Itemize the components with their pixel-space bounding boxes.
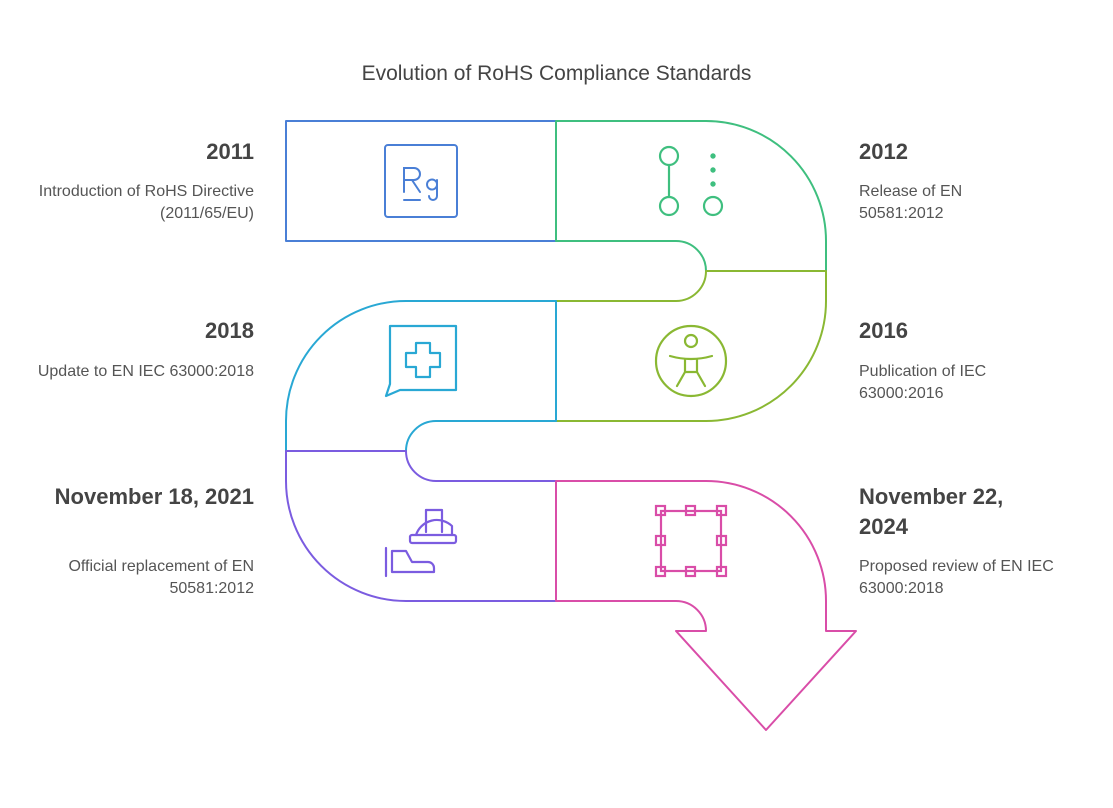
accessibility-person-icon	[654, 324, 728, 398]
desc-2021: Official replacement of EN 50581:2012	[68, 558, 254, 597]
year-2011: 2011	[206, 139, 254, 164]
segment-2012	[555, 120, 827, 272]
segment-2021	[285, 450, 557, 602]
desc-2018: Update to EN IEC 63000:2018	[37, 363, 254, 380]
segment-2011	[285, 120, 557, 242]
year-2024: November 22, 2024	[859, 484, 1004, 539]
desc-2024: Proposed review of EN IEC 63000:2018	[859, 558, 1054, 597]
connection-dots-icon	[658, 145, 724, 217]
desc-2016: Publication of IEC 63000:2016	[859, 363, 987, 402]
segment-2016	[555, 270, 827, 422]
year-2012: 2012	[859, 139, 908, 164]
desc-2012: Release of EN 50581:2012	[859, 183, 963, 222]
hardhat-boot-icon	[384, 508, 458, 578]
frame-selection-icon	[654, 504, 728, 578]
desc-2011: Introduction of RoHS Directive (2011/65/…	[38, 183, 254, 222]
rg-badge-icon	[384, 144, 458, 218]
segment-2024	[555, 480, 857, 731]
year-2016: 2016	[859, 318, 908, 343]
segment-2018	[285, 300, 557, 452]
year-2018: 2018	[205, 318, 254, 343]
medical-cross-chat-icon	[384, 324, 458, 398]
diagram-title: Evolution of RoHS Compliance Standards	[361, 62, 752, 85]
year-2021: November 18, 2021	[54, 484, 254, 509]
